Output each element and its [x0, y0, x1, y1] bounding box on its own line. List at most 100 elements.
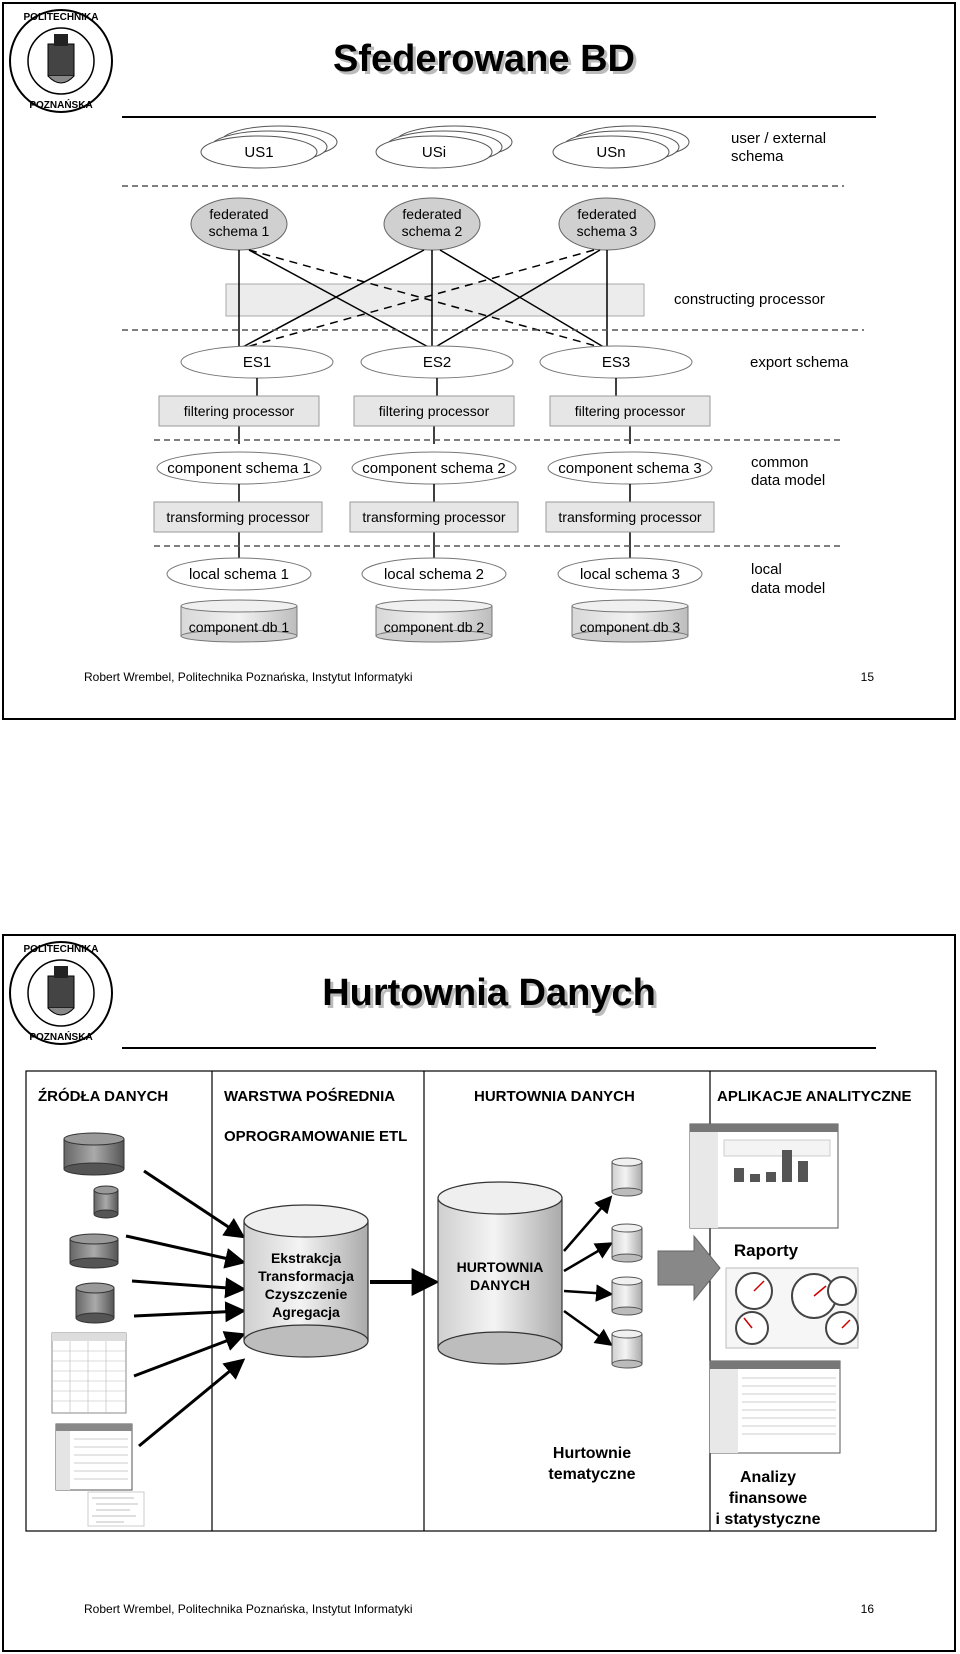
common-model-label-2: data model	[751, 472, 825, 489]
page-number: 15	[861, 670, 875, 684]
transforming-processor-3: transforming processor	[558, 509, 702, 525]
warehouse-diagram: POLITECHNIKA POZNAŃSKA Hurtownia Danych …	[9, 941, 937, 1616]
analysis-label-3: i statystyczne	[716, 1511, 821, 1528]
federated-schema-3: federated	[577, 206, 636, 222]
slide-federated-db: POLITECHNIKA POZNAŃSKA Sfederowane BD Sf…	[2, 2, 956, 720]
column-header-middle-layer: WARSTWA POŚREDNIA	[224, 1087, 395, 1105]
user-schema-usi: USi	[422, 144, 446, 161]
export-schema-es3: ES3	[602, 354, 630, 371]
application-window-thumbnail	[55, 1423, 133, 1491]
filtering-processor-3: filtering processor	[575, 403, 686, 419]
federated-schema-layer: federated schema 1 federated schema 2 fe…	[190, 197, 656, 251]
spreadsheet-thumbnail	[51, 1332, 127, 1414]
user-schema-usn: USn	[596, 144, 625, 161]
xml-document-thumbnail	[87, 1491, 145, 1527]
user-layer-label: user / external	[731, 130, 826, 147]
export-schema-es1: ES1	[243, 354, 271, 371]
filtering-processor-2: filtering processor	[379, 403, 490, 419]
slide-footer: Robert Wrembel, Politechnika Poznańska, …	[84, 1602, 413, 1616]
analysis-label-2: finansowe	[729, 1490, 807, 1507]
constructing-processor-label: constructing processor	[674, 291, 825, 308]
component-schema-layer: component schema 1 component schema 2 co…	[156, 451, 825, 489]
data-marts-label-2: tematyczne	[548, 1466, 635, 1483]
component-db-1: component db 1	[189, 619, 290, 635]
slide-footer: Robert Wrembel, Politechnika Poznańska, …	[84, 670, 413, 684]
etl-step-cleaning: Czyszczenie	[265, 1286, 348, 1302]
warehouse-label-2: DANYCH	[470, 1277, 530, 1293]
user-layer-label-2: schema	[731, 148, 784, 165]
analysis-screenshot	[709, 1360, 841, 1454]
reports-label: Raporty	[734, 1241, 799, 1260]
source-to-etl-arrows	[125, 1169, 247, 1448]
report-screenshot	[689, 1123, 839, 1229]
local-model-label: local	[751, 561, 782, 578]
federated-diagram: POLITECHNIKA POZNAŃSKA Sfederowane BD Sf…	[9, 9, 876, 684]
constructing-connections	[238, 249, 608, 350]
logo-text-top: POLITECHNIKA	[24, 12, 99, 23]
component-schema-3: component schema 3	[558, 460, 701, 477]
constructing-processor-box	[225, 283, 645, 317]
title-shadow: Hurtownia Danych	[325, 975, 659, 1017]
slide-title: Sfederowane BD	[333, 38, 635, 80]
export-schema-label: export schema	[750, 354, 849, 371]
warehouse-cylinder	[437, 1181, 563, 1365]
federated-schema-1: federated	[209, 206, 268, 222]
federated-schema-1-b: schema 1	[209, 223, 270, 239]
user-schema-us1: US1	[244, 144, 273, 161]
university-logo: POLITECHNIKA POZNAŃSKA	[9, 9, 113, 113]
component-db-2-icon	[375, 599, 493, 643]
column-header-sources: ŹRÓDŁA DANYCH	[38, 1087, 168, 1105]
database-icon	[611, 1276, 643, 1316]
federated-schema-2-b: schema 2	[402, 223, 463, 239]
component-db-3-icon	[571, 599, 689, 643]
slide-data-warehouse: POLITECHNIKA POZNAŃSKA Hurtownia Danych …	[2, 934, 956, 1652]
database-icon	[63, 1132, 125, 1176]
user-schema-layer: US1 USi USn user / external schema	[200, 125, 826, 169]
database-icon	[69, 1233, 119, 1269]
logo-text-top: POLITECHNIKA	[24, 944, 99, 955]
transforming-layer: transforming processor transforming proc…	[153, 501, 715, 533]
filtering-processor-1: filtering processor	[184, 403, 295, 419]
university-logo: POLITECHNIKA POZNAŃSKA	[9, 941, 113, 1045]
etl-software-label: OPROGRAMOWANIE ETL	[224, 1128, 407, 1145]
database-icon	[93, 1185, 119, 1219]
filtering-layer: filtering processor filtering processor …	[158, 395, 711, 427]
page-number: 16	[861, 1602, 875, 1616]
common-model-label: common	[751, 454, 809, 471]
database-icon	[611, 1157, 643, 1197]
marts-to-analytics-arrow	[657, 1234, 721, 1302]
dashboard-gauges	[725, 1267, 859, 1349]
component-schema-1: component schema 1	[167, 460, 310, 477]
local-schema-3: local schema 3	[580, 566, 680, 583]
database-icon	[75, 1282, 115, 1324]
transforming-processor-2: transforming processor	[362, 509, 506, 525]
local-schema-layer: local schema 1 local schema 2 local sche…	[166, 557, 825, 597]
content-frame	[25, 1070, 937, 1532]
local-schema-1: local schema 1	[189, 566, 289, 583]
component-schema-2: component schema 2	[362, 460, 505, 477]
local-schema-2: local schema 2	[384, 566, 484, 583]
column-header-warehouse: HURTOWNIA DANYCH	[474, 1088, 635, 1105]
component-db-3: component db 3	[580, 619, 681, 635]
local-model-label-2: data model	[751, 580, 825, 597]
federated-schema-3-b: schema 3	[577, 223, 638, 239]
warehouse-to-marts-arrows	[563, 1195, 614, 1347]
slide-title: Hurtownia Danych	[322, 972, 656, 1014]
component-db-layer: component db 1 component db 2 component …	[180, 599, 689, 643]
export-schema-es2: ES2	[423, 354, 451, 371]
component-db-1-icon	[180, 599, 298, 643]
logo-text-bottom: POZNAŃSKA	[29, 98, 92, 111]
federated-schema-2: federated	[402, 206, 461, 222]
logo-text-bottom: POZNAŃSKA	[29, 1030, 92, 1043]
database-icon	[611, 1223, 643, 1263]
warehouse-label: HURTOWNIA	[457, 1259, 544, 1275]
data-marts	[611, 1157, 643, 1369]
export-schema-layer: ES1 ES2 ES3 export schema	[180, 345, 849, 379]
title-shadow: Sfederowane BD	[336, 41, 638, 83]
data-marts-label: Hurtownie	[553, 1445, 631, 1462]
column-header-analytics: APLIKACJE ANALITYCZNE	[717, 1088, 911, 1105]
filtering-connectors	[238, 378, 631, 444]
source-databases	[63, 1132, 125, 1324]
etl-cylinder	[243, 1204, 369, 1358]
database-icon	[611, 1329, 643, 1369]
